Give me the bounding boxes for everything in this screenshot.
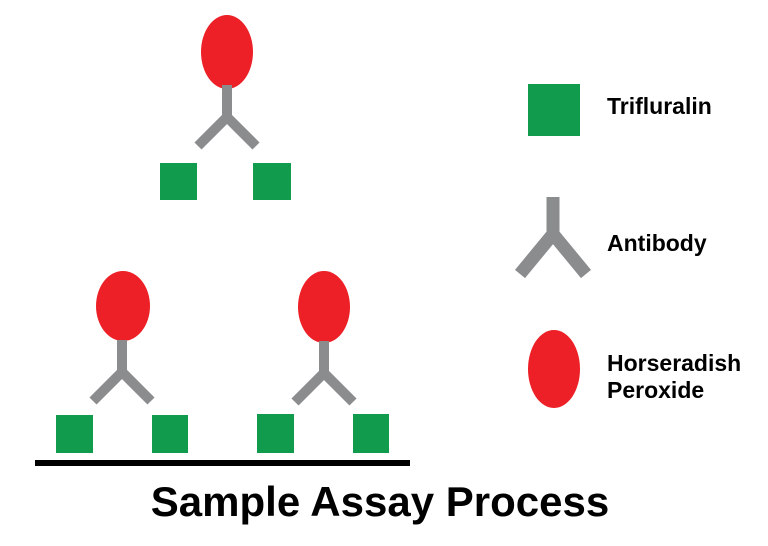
hrp-oval [298, 271, 350, 343]
trifluralin-square [160, 163, 197, 200]
antibody-icon [89, 340, 155, 405]
trifluralin-square [257, 414, 294, 453]
page-title: Sample Assay Process [150, 478, 610, 525]
hrp-oval [96, 271, 150, 341]
trifluralin-square [152, 415, 188, 453]
antibody-y-icon [515, 197, 591, 279]
trifluralin-square-icon [528, 84, 580, 136]
trifluralin-square [353, 414, 389, 453]
legend-label-horseradish-peroxide: Horseradish Peroxide [607, 350, 742, 403]
surface-line [35, 460, 410, 466]
legend-label-trifluralin: Trifluralin [607, 93, 712, 119]
antibody-icon [291, 341, 357, 406]
hrp-oval [201, 15, 253, 89]
trifluralin-square [253, 163, 291, 200]
legend-label-antibody: Antibody [607, 230, 707, 256]
horseradish-peroxide-oval-icon [528, 330, 580, 408]
antibody-icon [194, 85, 260, 150]
trifluralin-square [56, 415, 93, 453]
